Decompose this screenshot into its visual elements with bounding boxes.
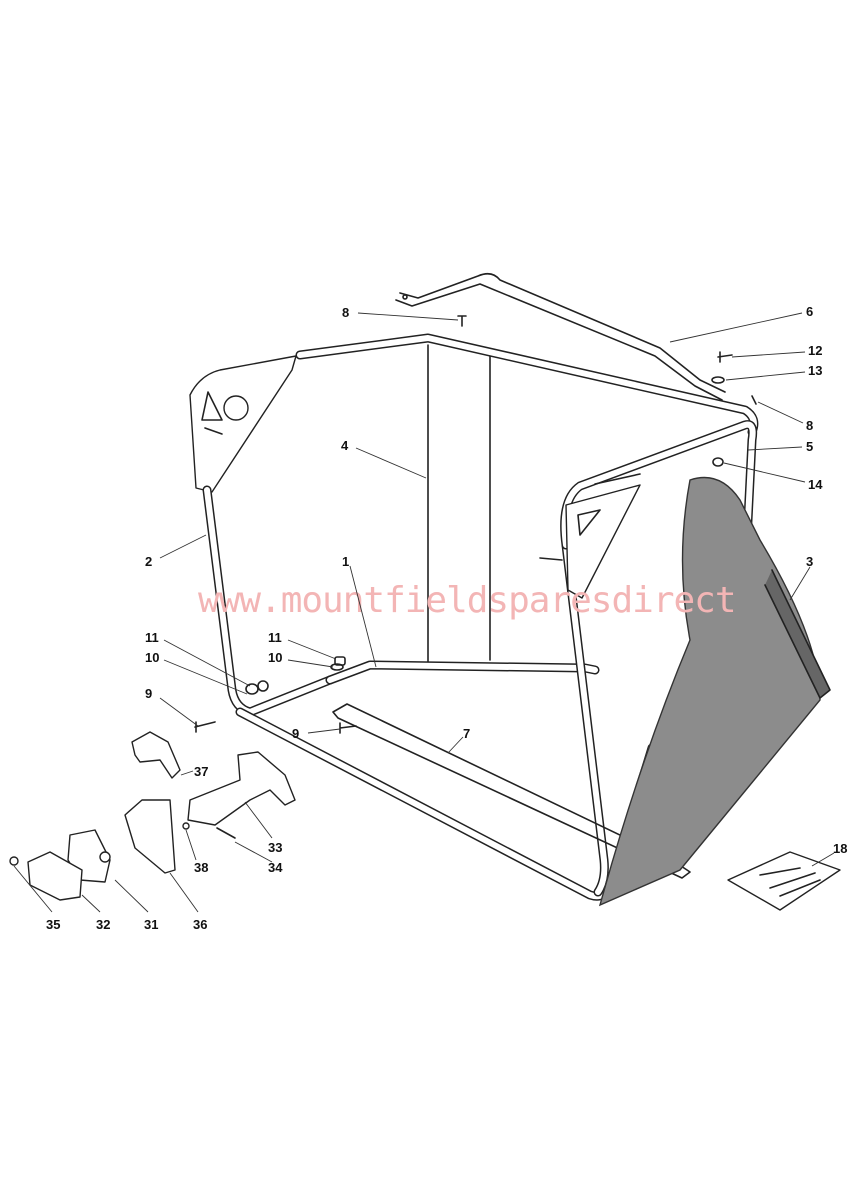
callout-33: 33 [268,840,282,855]
leader-lines [13,312,835,913]
callout-14: 14 [808,477,823,492]
callout-18: 18 [833,841,847,856]
callout-7: 7 [463,726,470,741]
callout-4: 4 [341,438,349,453]
fixings-kit-18 [727,851,841,911]
callout-6: 6 [806,304,813,319]
callout-11: 11 [268,630,282,645]
callout-9: 9 [292,726,299,741]
callout-10: 10 [268,650,282,665]
callout-10: 10 [145,650,159,665]
callout-35: 35 [46,917,60,932]
watermark-text: www.mountfieldsparesdirect [198,580,736,621]
callout-2: 2 [145,554,152,569]
callouts: 8 6 12 13 8 4 5 14 2 1 3 11 11 10 10 9 9… [46,304,847,932]
callout-12: 12 [808,343,822,358]
callout-32: 32 [96,917,110,932]
bar-7 [332,703,691,879]
callout-9: 9 [145,686,152,701]
callout-8: 8 [342,305,349,320]
callout-1: 1 [342,554,349,569]
callout-31: 31 [144,917,158,932]
callout-3: 3 [806,554,813,569]
callout-8: 8 [806,418,813,433]
latch-parts [9,731,296,901]
callout-36: 36 [193,917,207,932]
handle-6 [399,272,726,393]
grass-bag-3 [598,476,821,907]
callout-13: 13 [808,363,822,378]
callout-38: 38 [194,860,208,875]
left-side-plate [189,355,297,493]
callout-34: 34 [268,860,283,875]
callout-37: 37 [194,764,208,779]
callout-11: 11 [145,630,159,645]
callout-5: 5 [806,439,813,454]
